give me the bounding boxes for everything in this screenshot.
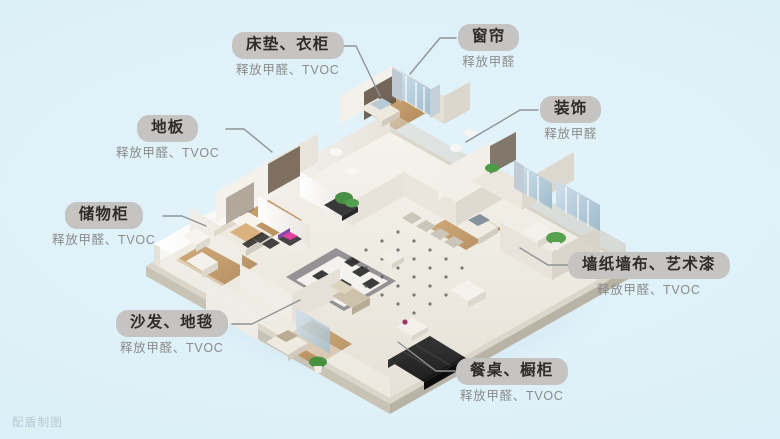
armchair [380,250,404,269]
label-title-dining-table-cupboard: 餐桌、橱柜 [456,358,568,385]
label-title-mattress-wardrobe: 床垫、衣柜 [232,32,344,59]
label-subtitle-mattress-wardrobe: 释放甲醛、TVOC [235,62,340,77]
label-curtain[interactable]: 窗帘 释放甲醛 [458,24,520,69]
lighting-highlight [154,132,626,398]
label-floor[interactable]: 地板 释放甲醛、TVOC [116,115,220,159]
label-subtitle-storage-cabinet: 释放甲醛、TVOC [52,232,156,247]
tv-unit [278,228,310,255]
label-title-curtain: 窗帘 [458,24,520,51]
bed-right [456,214,498,245]
label-title-sofa-carpet: 沙发、地毯 [116,310,228,337]
label-decoration[interactable]: 装饰 释放甲醛 [540,96,602,141]
wall-art-frames [402,212,464,248]
label-storage-cabinet[interactable]: 储物柜 释放甲醛、TVOC [52,202,156,246]
label-subtitle-curtain: 释放甲醛 [462,54,516,69]
label-subtitle-decoration: 释放甲醛 [544,126,598,141]
console-table [324,192,359,221]
bed-master [214,212,280,256]
label-subtitle-floor: 释放甲醛、TVOC [116,145,220,160]
sofa [330,280,370,315]
storage-cabinets [182,222,554,308]
label-dining-table-cupboard[interactable]: 餐桌、橱柜 释放甲醛、TVOC [456,358,568,402]
label-mattress-wardrobe[interactable]: 床垫、衣柜 释放甲醛、TVOC [232,32,344,76]
label-subtitle-sofa-carpet: 释放甲醛、TVOC [119,340,224,355]
bed-top [360,98,400,127]
label-wallpaper-art-paint[interactable]: 墙纸墙布、艺术漆 释放甲醛、TVOC [568,252,730,296]
label-subtitle-dining-table-cupboard: 释放甲醛、TVOC [459,388,564,403]
bed-lower-left [266,330,308,361]
label-sofa-carpet[interactable]: 沙发、地毯 释放甲醛、TVOC [116,310,228,354]
potted-plants [309,163,566,373]
ceiling-light-dots [348,230,464,315]
windows [296,70,600,354]
label-title-decoration: 装饰 [540,96,602,123]
watermark-credit: 配盾制图 [12,417,64,429]
label-subtitle-wallpaper-art-paint: 释放甲醛、TVOC [597,282,701,297]
label-title-wallpaper-art-paint: 墙纸墙布、艺术漆 [568,252,730,279]
dining-table [396,318,428,341]
curtains [392,68,524,194]
label-title-floor: 地板 [137,115,199,142]
label-title-storage-cabinet: 储物柜 [64,202,143,229]
